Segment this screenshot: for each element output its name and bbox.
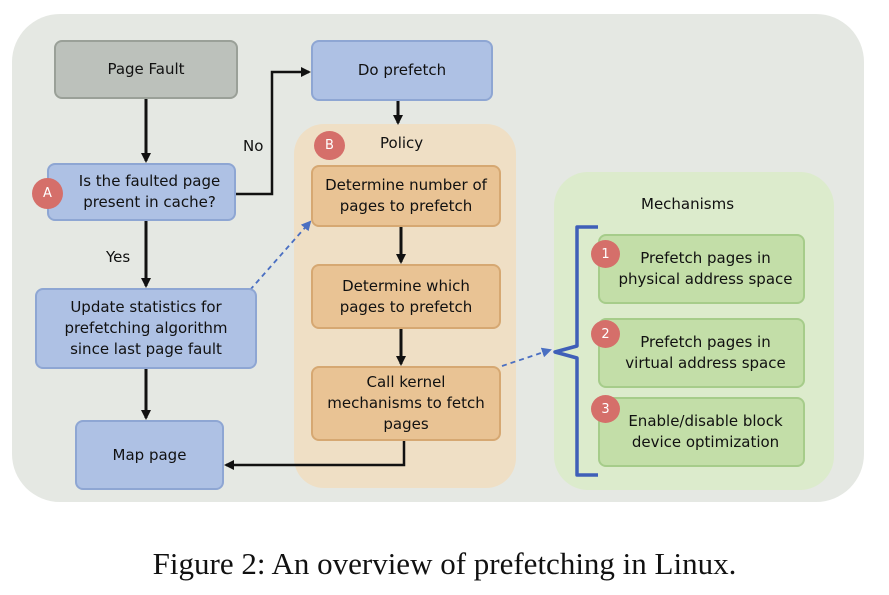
arrow-check-to-prefetch [236,67,311,196]
badge-1: 1 [591,240,620,268]
dashed-arrow-update-to-policy [249,220,312,291]
dashed-arrow-policy-to-mechanisms [501,347,552,367]
arrow-step3-to-map [224,441,406,470]
map-page-node: Map page [75,420,224,490]
do-prefetch-node: Do prefetch [311,40,493,101]
figure-caption: Figure 2: An overview of prefetching in … [152,546,737,581]
edge-label-yes: Yes [106,248,131,266]
edge-label-no: No [243,137,264,155]
mechanisms-title: Mechanisms [641,195,735,213]
page-fault-label: Page Fault [107,60,185,78]
badge-3: 3 [591,395,620,423]
policy-title: Policy [380,134,424,152]
cache-check-node: Is the faulted page present in cache? [47,163,236,221]
badge-b: B [314,131,345,160]
mechanism-virtual-prefetch: Prefetch pages in virtual address space [598,318,805,388]
policy-step-call-kernel: Call kernel mechanisms to fetch pages [311,366,501,441]
map-page-label: Map page [112,445,187,464]
policy-step-determine-number: Determine number of pages to prefetch [311,165,501,227]
cache-check-label: Is the faulted page present in cache? [78,172,221,211]
mechanisms-bracket [553,225,598,477]
update-statistics-node: Update statistics for prefetching algori… [35,288,257,369]
badge-a: A [32,178,63,209]
update-statistics-label: Update statistics for prefetching algori… [64,298,228,358]
mechanism-block-device-optimization: Enable/disable block device optimization [598,397,805,467]
badge-2: 2 [591,320,620,348]
page-fault-node: Page Fault [54,40,238,99]
do-prefetch-label: Do prefetch [357,61,447,79]
mechanism-physical-prefetch: Prefetch pages in physical address space [598,234,805,304]
policy-step-determine-which: Determine which pages to prefetch [311,264,501,329]
